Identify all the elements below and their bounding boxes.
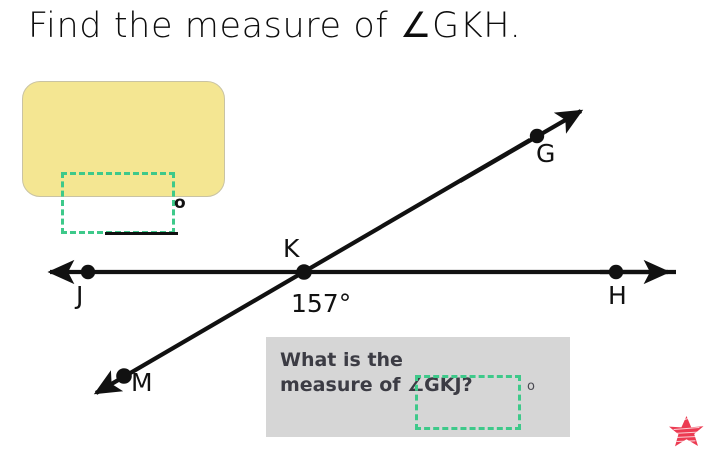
sub-question-text: What is the measure of ∠GKJ?: [280, 349, 473, 397]
page-title: Find the measure of ∠GKH.: [28, 6, 522, 46]
degree-symbol-icon: o: [527, 379, 535, 394]
point-j: [80, 264, 96, 280]
point-label-g: G: [536, 139, 556, 168]
point-k: [296, 264, 312, 280]
point-label-k: K: [283, 234, 300, 263]
point-label-m: M: [131, 368, 153, 397]
point-g: [529, 128, 545, 144]
answer-underline: [105, 232, 178, 235]
red-star-icon: [669, 416, 704, 447]
answer-card: o: [22, 81, 225, 235]
point-m: [116, 368, 132, 384]
sub-question-panel: What is the measure of ∠GKJ? o: [266, 337, 570, 437]
point-label-h: H: [608, 281, 627, 310]
line-mg-upper-tip: [458, 109, 584, 183]
point-label-j: J: [76, 281, 84, 310]
answer-input-gkj[interactable]: [415, 375, 521, 430]
point-h: [608, 264, 624, 280]
angle-measure-label: 157°: [291, 289, 352, 318]
line-mg: [93, 138, 532, 395]
degree-symbol-icon: o: [174, 193, 186, 213]
